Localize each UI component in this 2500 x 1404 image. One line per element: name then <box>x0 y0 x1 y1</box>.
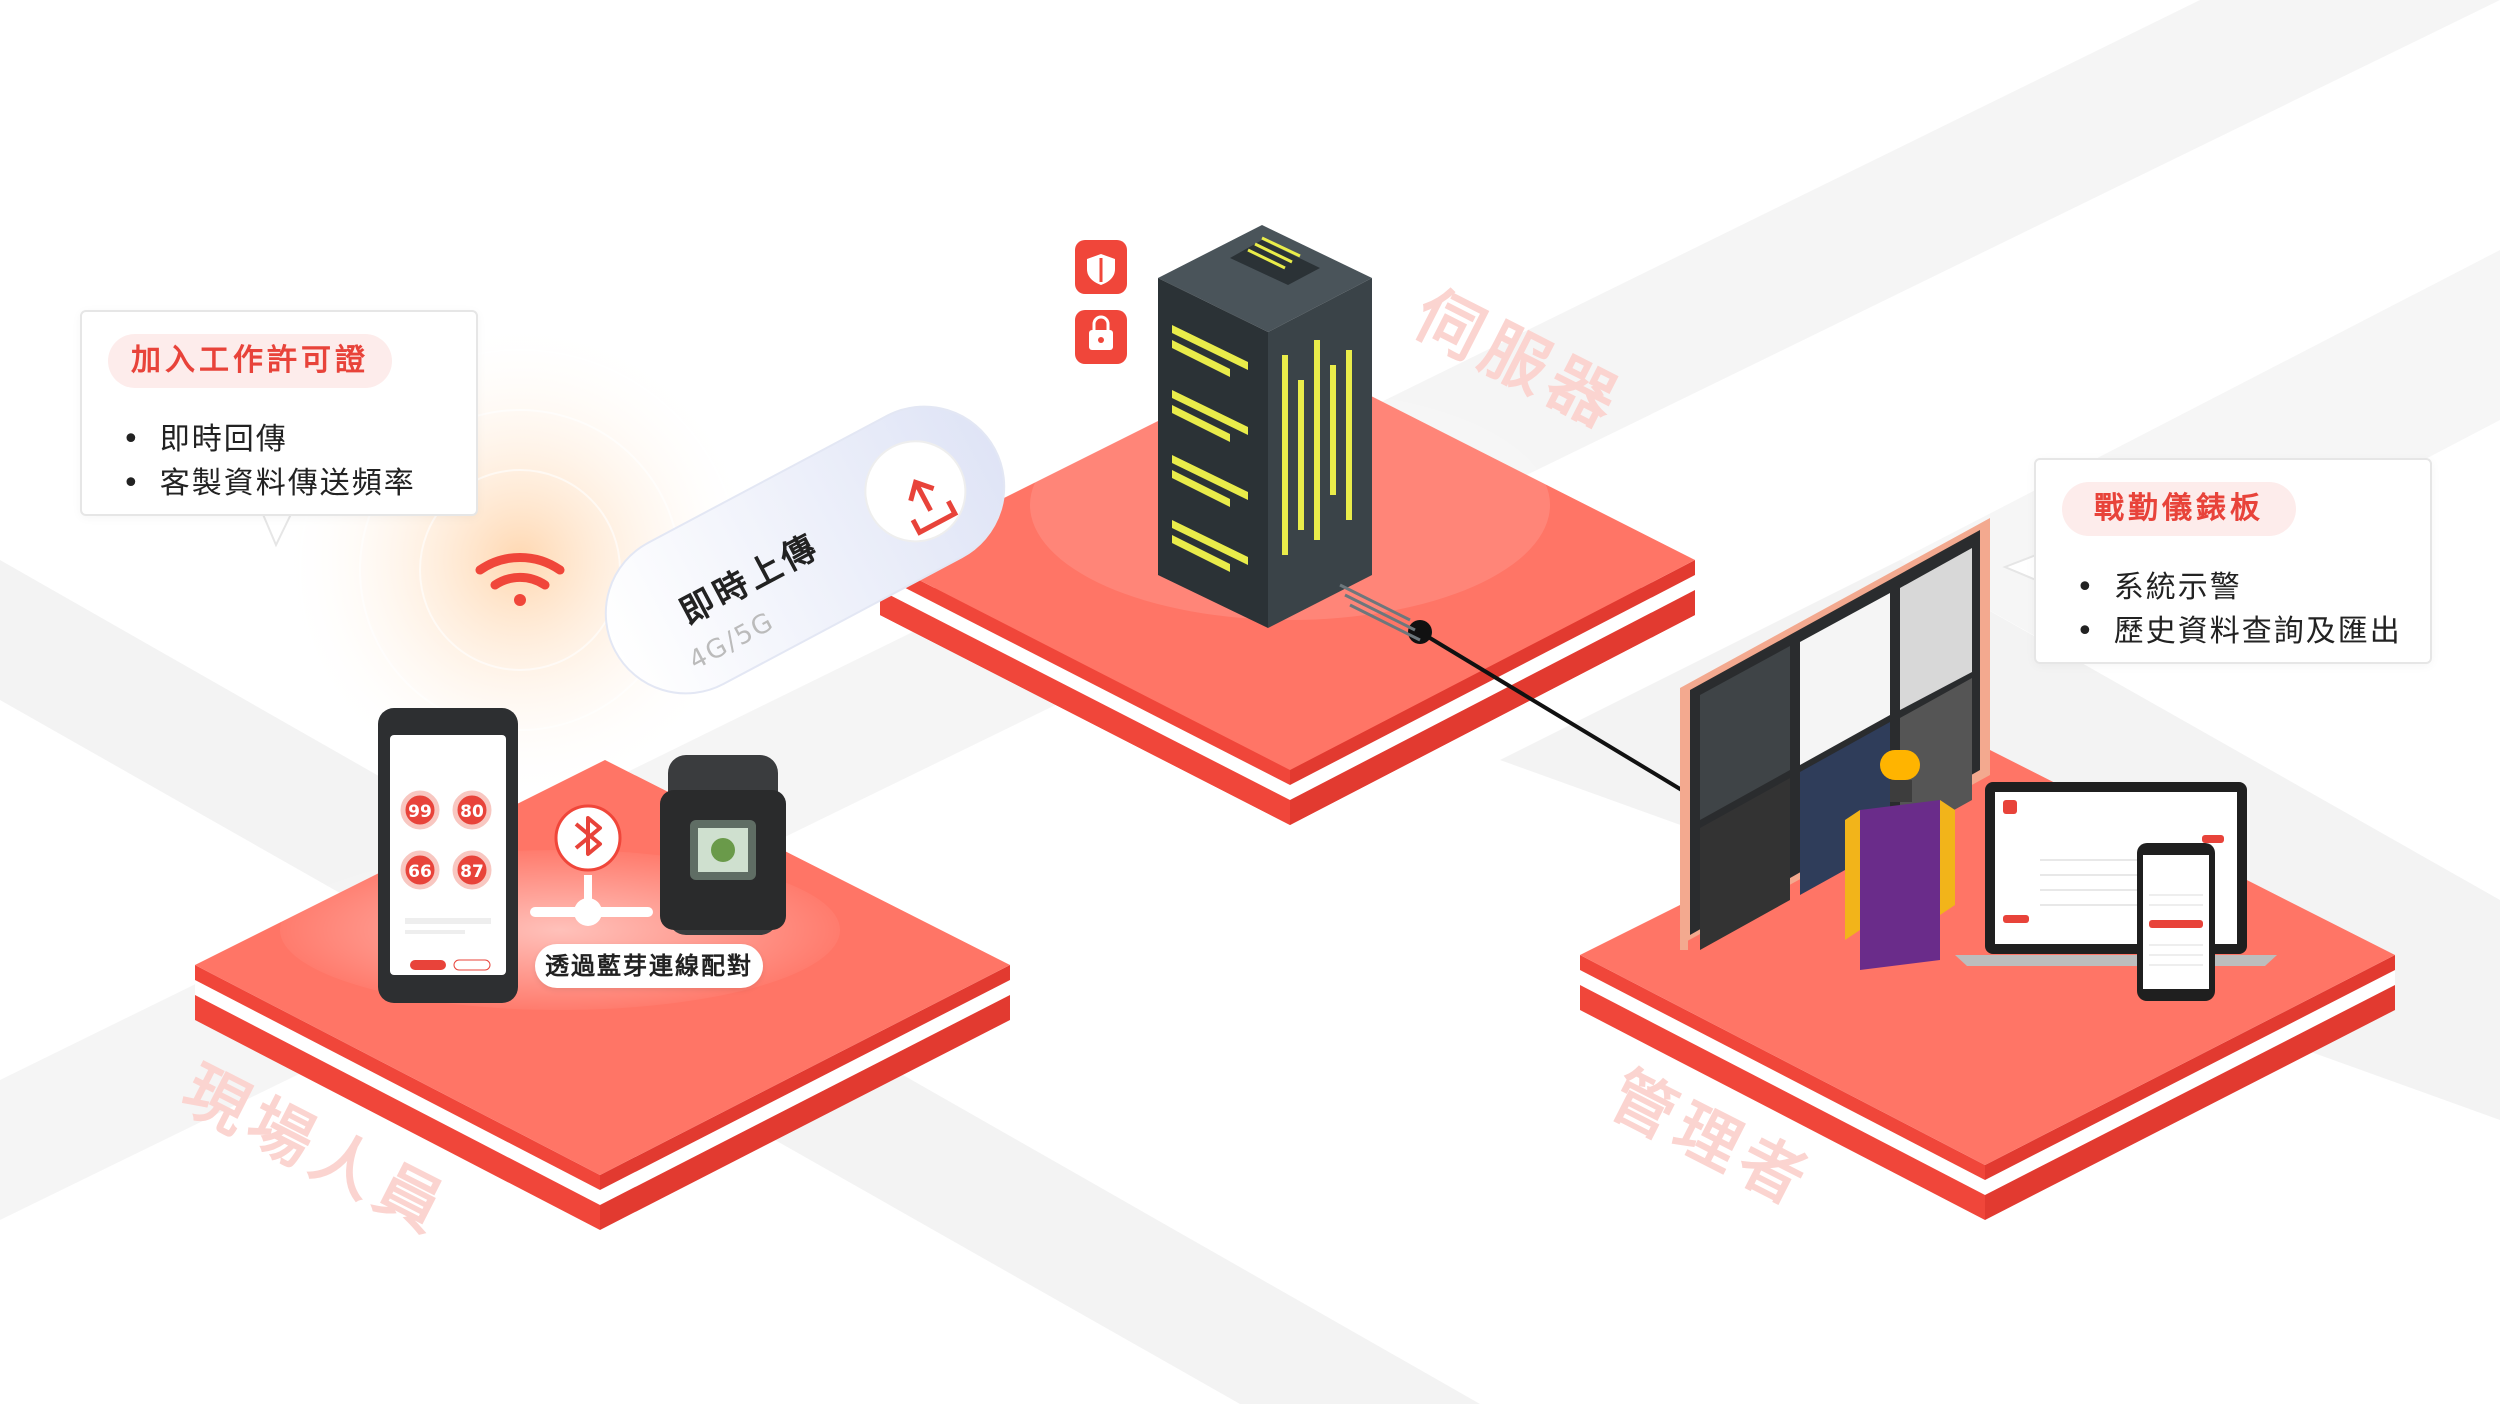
server-tower <box>1158 225 1421 642</box>
field-bullet: 客製資料傳送頻率 <box>122 458 416 502</box>
gas-detector <box>660 755 786 935</box>
wifi-icon <box>475 553 565 606</box>
field-card-title: 加入工作許可證 <box>108 334 392 388</box>
connection-line <box>1418 630 1692 797</box>
reading-value: 99 <box>408 802 432 822</box>
field-phone <box>378 708 518 1003</box>
dashboard-card-title: 戰勤儀錶板 <box>2062 482 2296 536</box>
field-bullet: 即時回傳 <box>122 414 288 458</box>
server-cables <box>1339 583 1421 642</box>
pairing-connector <box>530 875 653 926</box>
dashboard-feature-card: 戰勤儀錶板 系統示警 歷史資料查詢及匯出 <box>2034 458 2432 664</box>
manager-figure <box>1845 750 1955 970</box>
shield-icon <box>1075 240 1127 294</box>
bluetooth-icon <box>554 804 622 872</box>
reading-value: 87 <box>460 862 484 882</box>
bluetooth-pairing-badge: 透過藍芽連線配對 <box>535 944 763 988</box>
connection-node <box>1408 620 1432 644</box>
reading-value: 80 <box>460 802 484 822</box>
manager-phone <box>2137 843 2215 1001</box>
monitor-wall <box>1680 518 1990 950</box>
upload-icon <box>908 479 959 536</box>
reading-value: 66 <box>408 862 432 882</box>
dashboard-bullet: 系統示警 <box>2076 562 2242 606</box>
field-feature-card: 加入工作許可證 即時回傳 客製資料傳送頻率 <box>80 310 478 516</box>
dashboard-bullet: 歷史資料查詢及匯出 <box>2076 606 2402 650</box>
phone-reading-circles <box>400 790 492 890</box>
server-lights-left <box>1172 325 1248 572</box>
lock-icon <box>1075 310 1127 364</box>
server-lights-right <box>1282 340 1352 555</box>
laptop <box>1955 782 2277 966</box>
